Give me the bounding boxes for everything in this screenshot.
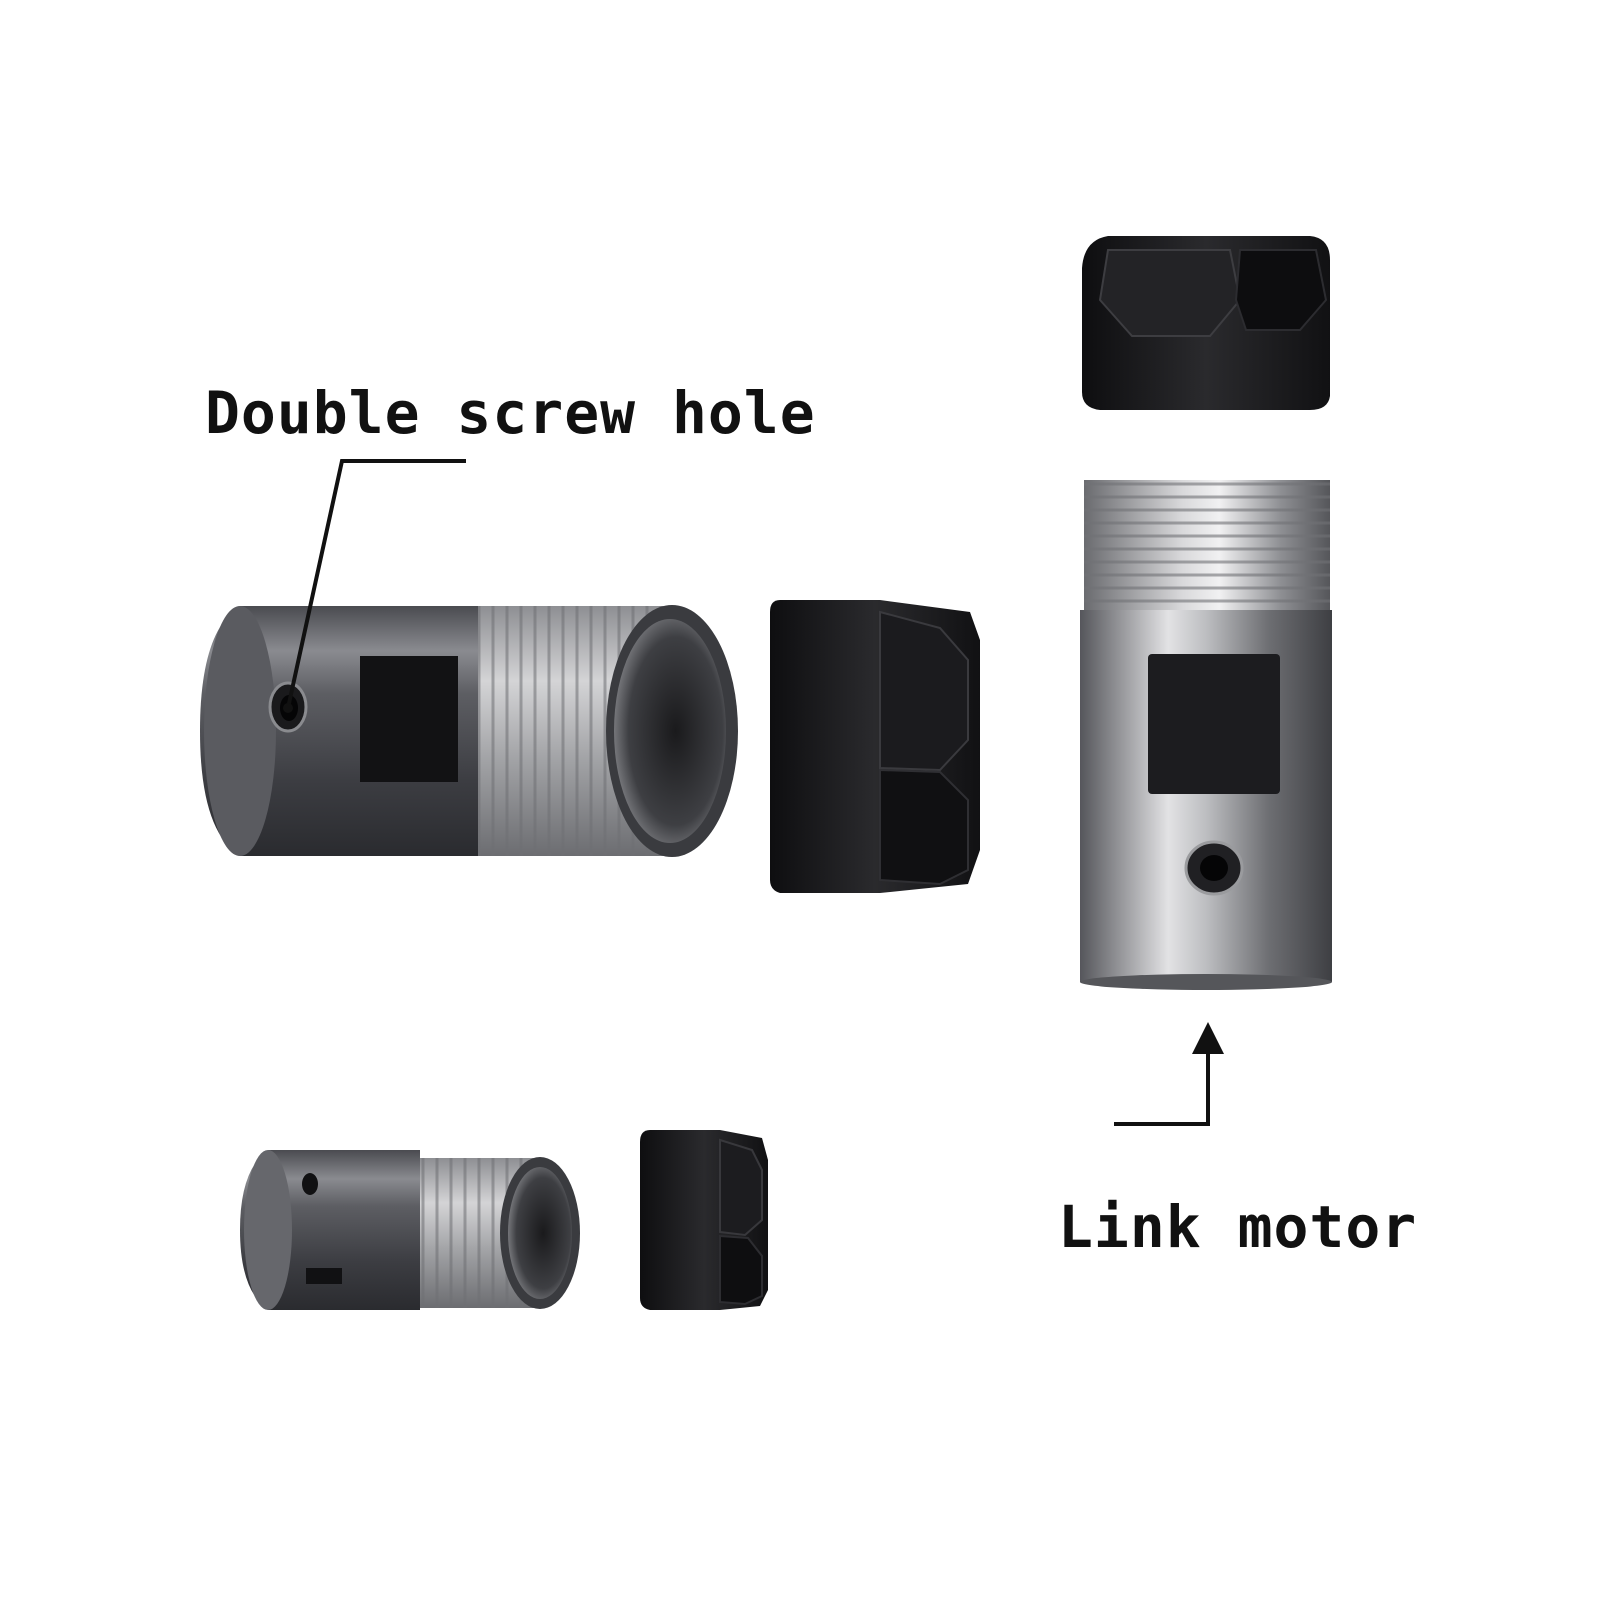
- flat-wrench-face: [360, 656, 458, 782]
- upright-motor-adapter: [1080, 480, 1332, 990]
- large-hex-nut: [770, 600, 980, 893]
- upright-hex-nut: [1082, 236, 1330, 410]
- arrow-up-icon: [1192, 1022, 1224, 1054]
- link-motor-arrow: [1114, 1022, 1224, 1126]
- screw-hole-icon: [302, 1173, 318, 1195]
- link-motor-label: Link motor: [1058, 1193, 1418, 1261]
- screw-hole-icon: [1184, 840, 1244, 896]
- double-screw-hole-label: Double screw hole: [205, 379, 816, 447]
- double-screw-hole-leader: [283, 459, 466, 713]
- flat-wrench-face: [1148, 654, 1280, 794]
- small-hex-nut: [640, 1130, 768, 1310]
- small-adapter-sleeve: [240, 1150, 580, 1310]
- large-adapter-sleeve: [200, 605, 738, 857]
